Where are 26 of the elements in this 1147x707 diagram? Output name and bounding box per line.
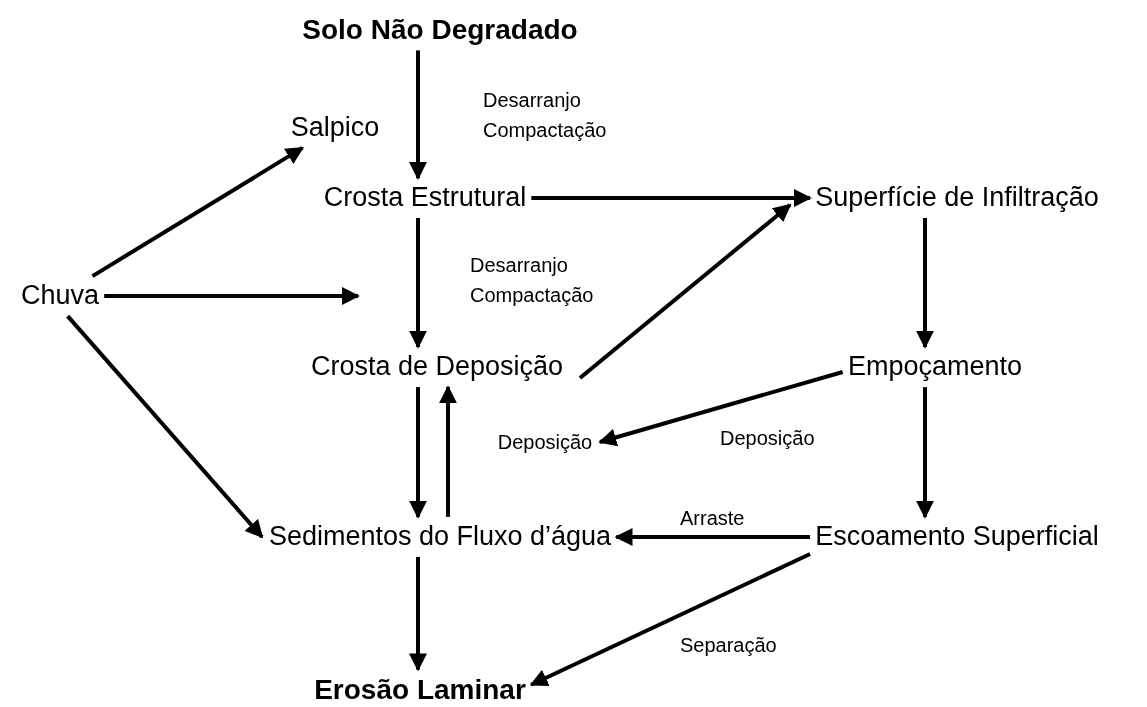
arrow [409, 556, 427, 672]
arrow [91, 146, 305, 278]
arrow [439, 385, 457, 517]
arrow [531, 189, 812, 207]
arrow [409, 50, 427, 180]
arrow [598, 370, 844, 447]
node-text: Sedimentos do Fluxo d’água [268, 522, 612, 552]
arrow [529, 552, 811, 687]
arrow [104, 287, 360, 305]
node-text: Salpico [290, 113, 380, 143]
node-label: Deposição [497, 431, 593, 453]
node-text: Crosta Estrutural [323, 183, 527, 213]
arrow [578, 203, 792, 380]
node-text: Escoamento Superficial [815, 522, 1099, 552]
node-text: Crosta de Deposição [310, 352, 564, 382]
node-text: Empoçamento [847, 352, 1023, 382]
node-text: Chuva [21, 281, 99, 311]
node-text: Superfície de Infiltração [815, 183, 1099, 213]
arrow [916, 218, 934, 349]
arrow [66, 314, 264, 539]
node-text: Solo Não Degradado [302, 14, 578, 46]
arrow [916, 387, 934, 519]
node-text: Erosão Laminar [314, 674, 526, 706]
arrow [409, 218, 427, 349]
arrow [409, 387, 427, 519]
arrow [614, 528, 810, 546]
